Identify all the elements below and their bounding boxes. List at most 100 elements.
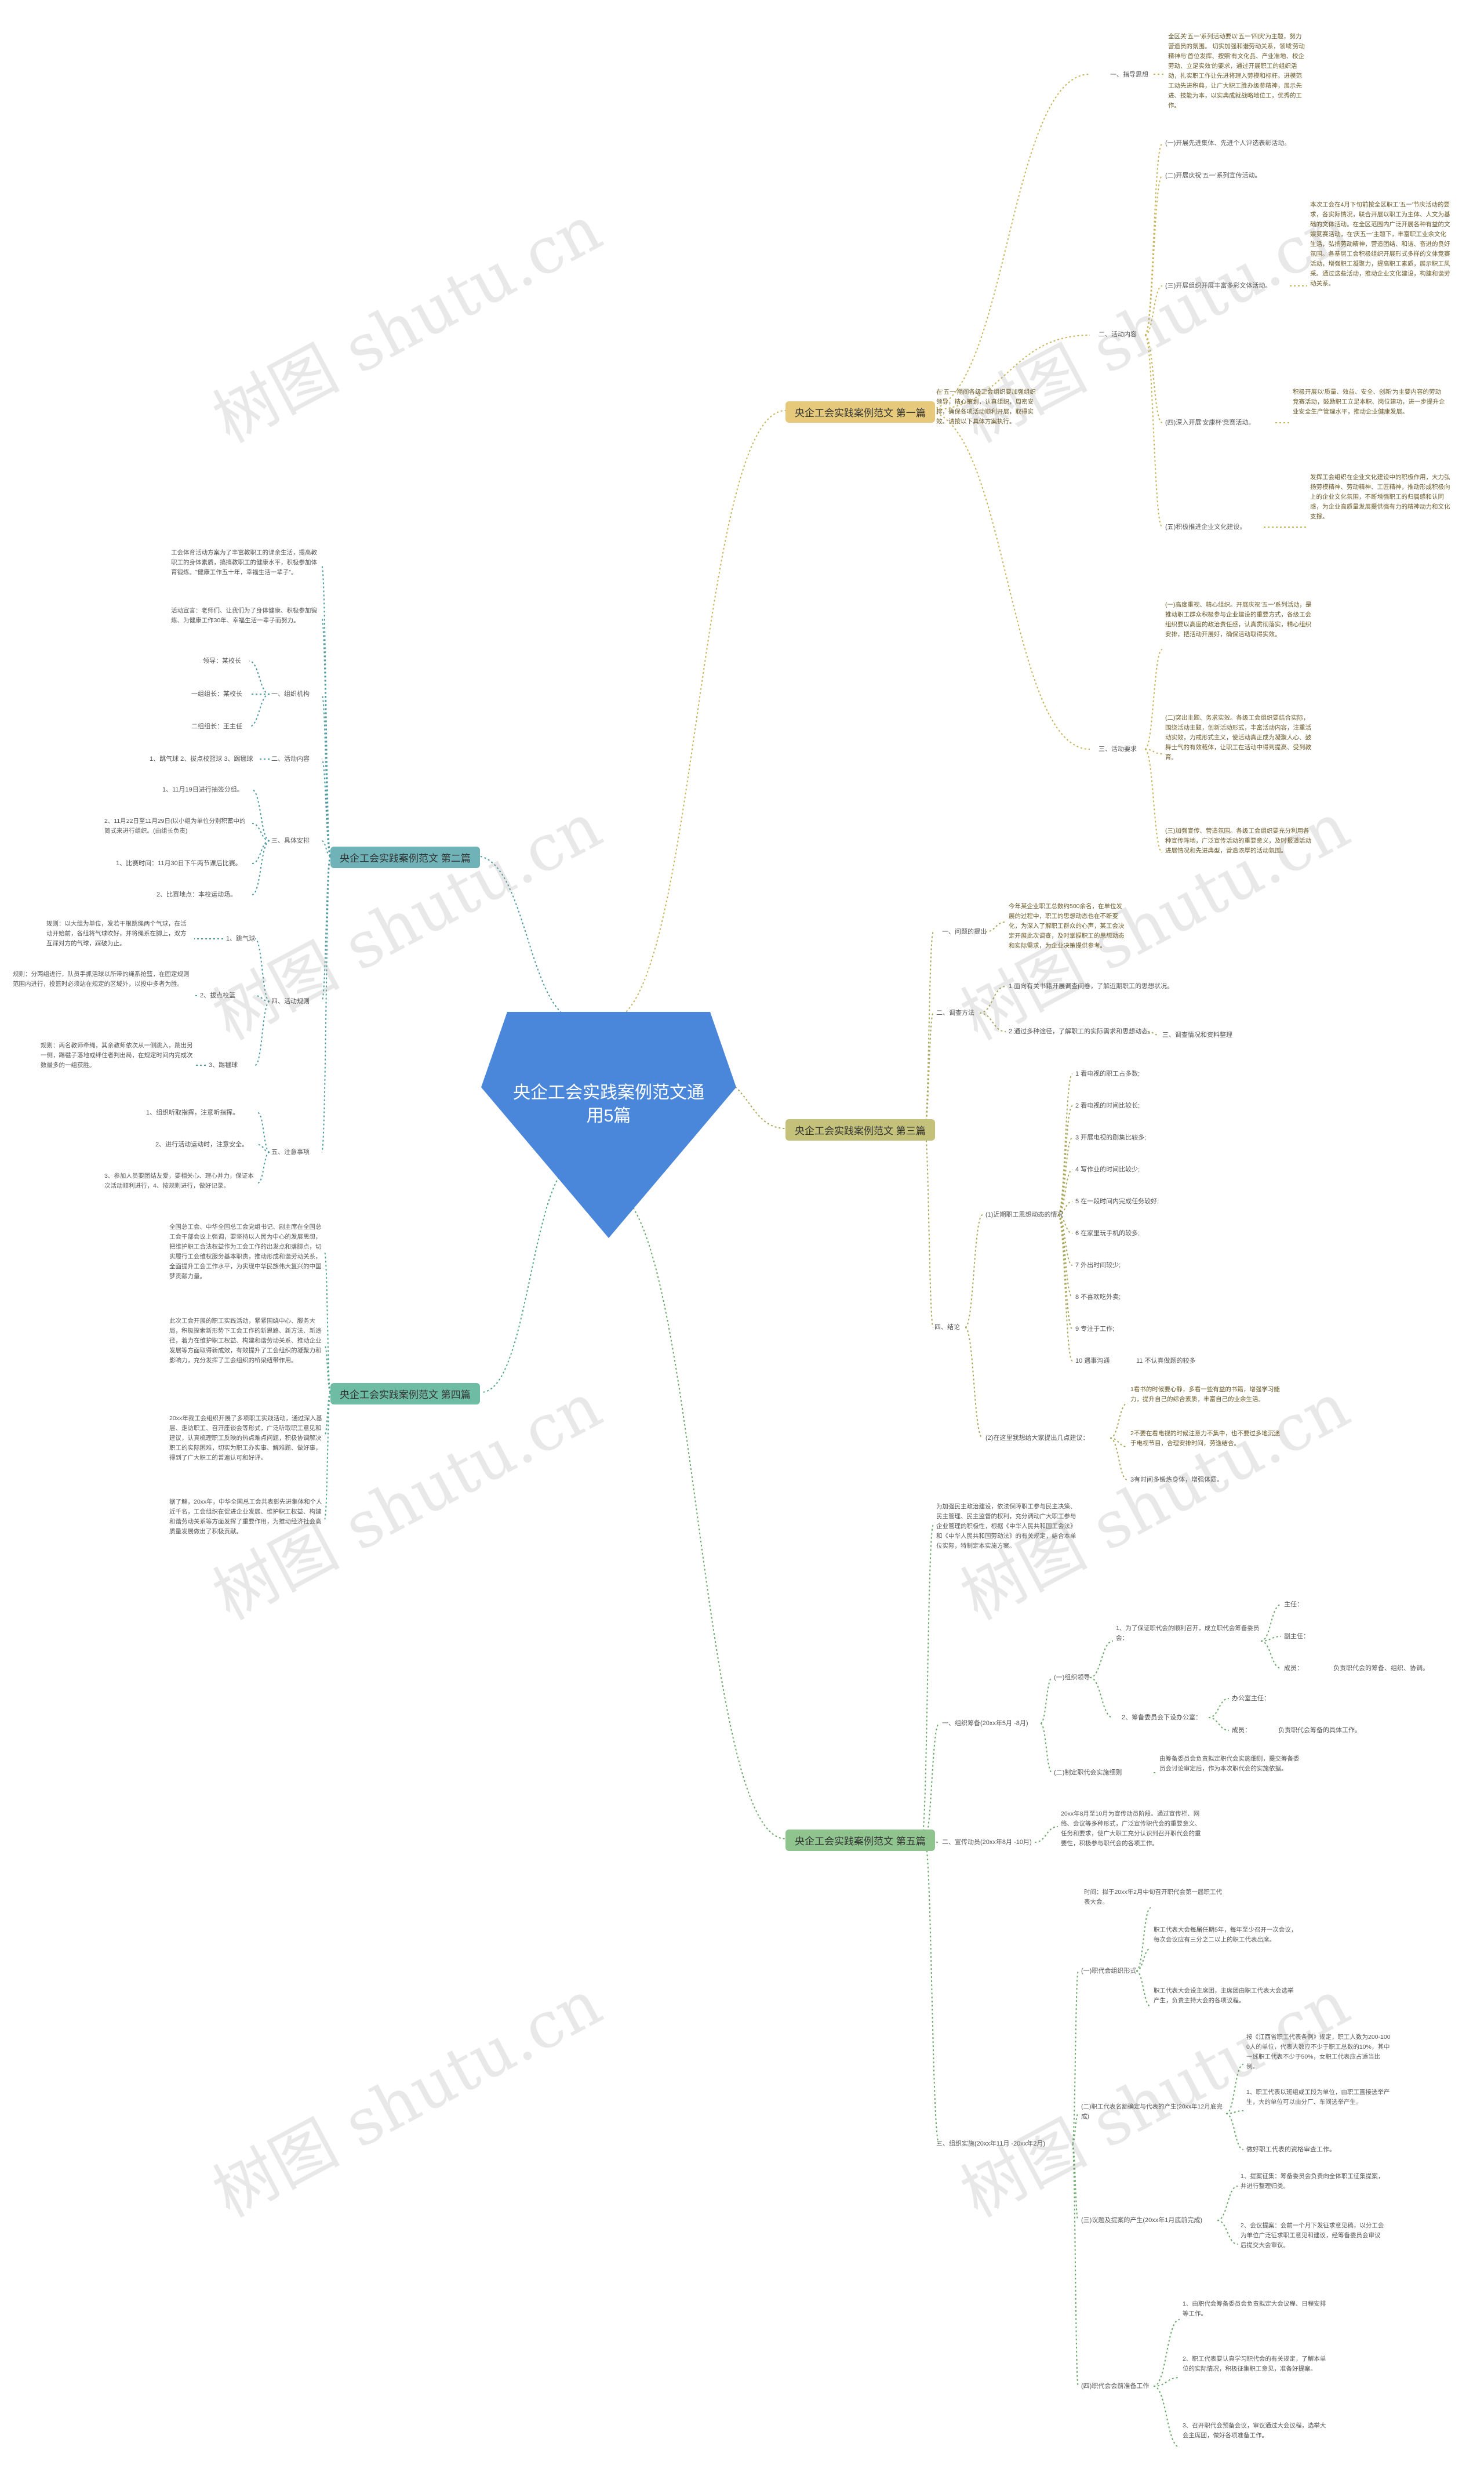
b2-intro-2: 活动宣言：老师们、让我们为了身体健康、积极参加锻炼、为健康工作30年、幸福生活一… xyxy=(171,607,317,624)
link-b3-list xyxy=(1057,1214,1073,1362)
link-b1-section xyxy=(924,74,1090,411)
b5-s3a-1: 时间：拟于20xx年2月中旬召开职代会第一届职工代表大会。 xyxy=(1084,1889,1223,1905)
link-b1-item xyxy=(1144,143,1163,336)
central-topic[interactable]: 央企工会实践案例范文通 用5篇 xyxy=(481,1012,736,1238)
b2-org-3: 二组组长：王主任 xyxy=(191,723,242,730)
link-b5-s1a xyxy=(1089,1677,1114,1718)
b5-s1a-1: 1、为了保证职代会的顺利召开，成立职代会筹备委员会： xyxy=(1116,1625,1260,1642)
link-b5-s3d xyxy=(1153,2386,1180,2448)
b5-s1b-label: (二)制定职代会实施细则 xyxy=(1054,1769,1122,1776)
link-b5-role xyxy=(1260,1636,1282,1642)
link-b2-org xyxy=(249,694,270,727)
b5-s3d-1: 1、由职代会筹备委员会负责拟定大会议程、日程安排等工作。 xyxy=(1183,2300,1326,2317)
b5-office-1: 办公室主任： xyxy=(1232,1695,1270,1702)
b3-result-label: 四、结论 xyxy=(934,1324,960,1331)
branch-3[interactable]: 央企工会实践案例范文 第三篇 xyxy=(785,1119,935,1141)
b3-list-5: 5 在一段时间内完成任务较好; xyxy=(1075,1198,1159,1205)
branch-2[interactable]: 央企工会实践案例范文 第二篇 xyxy=(330,847,480,868)
b5-office-2-note: 负责职代会筹备的具体工作。 xyxy=(1278,1727,1361,1734)
link-b1-req xyxy=(1144,649,1163,750)
branch-4[interactable]: 央企工会实践案例范文 第四篇 xyxy=(330,1383,480,1404)
b3-method-2-sub: 三、调查情况和资料整理 xyxy=(1162,1032,1232,1039)
b5-s3a-label: (一)职代会组织形式 xyxy=(1081,1968,1137,1974)
link-b1-section xyxy=(924,335,1090,411)
b2-sched-1: 1、11月19日进行抽签分组。 xyxy=(162,786,243,793)
b1-req-text-2: (二)突出主题、务求实效。各级工会组织要结合实际，围绕活动主题，创新活动形式，丰… xyxy=(1165,714,1311,761)
b2-note-1: 1、组织听取指挥，注意听指挥。 xyxy=(146,1109,239,1116)
b1-guide-text: 全区关'五一'系列活动要以'五一'四庆'为主题，努力营造员的氛围。 切实加强和谐… xyxy=(1168,33,1305,109)
b1-intro-text: 在'五一'期间各级工会组织要加强组织领导，精心策划，认真组织，周密安排，确保各项… xyxy=(936,389,1036,425)
link-b3-section xyxy=(924,931,934,1129)
b1-item5-text: 发挥工会组织在企业文化建设中的积极作用，大力弘扬劳模精神、劳动精神、工匠精神，推… xyxy=(1310,474,1450,520)
b3-list-2: 2 看电视的时间比较长; xyxy=(1075,1102,1140,1109)
central-title: 央企工会实践案例范文通 用5篇 xyxy=(513,1083,704,1126)
link-b2-section xyxy=(321,694,331,856)
link-branch-4 xyxy=(481,1159,580,1393)
b5-s1a-2: 2、筹备委员会下设办公室： xyxy=(1122,1714,1202,1721)
b2-content-items: 1、跳气球 2、拔点校篮球 3、踢毽球 xyxy=(150,756,253,763)
link-b5-s3d xyxy=(1153,2319,1180,2387)
b1-guide-label: 一、指导思想 xyxy=(1110,71,1148,78)
b3-list-9: 9 专注于工作; xyxy=(1075,1326,1115,1333)
b3-q-text: 今年某企业职工总数约500余名，在单位发展的过程中，职工的思想动态也在不断变化，… xyxy=(1009,903,1125,949)
branch-5[interactable]: 央企工会实践案例范文 第五篇 xyxy=(785,1830,935,1851)
b2-rule-1-label: 1、跳气球 xyxy=(226,935,256,942)
b2-rule-1-text: 规则：以大组为单位，发若干根跳绳两个气球，在活动开始前，各组将气球吹好，并将绳系… xyxy=(46,920,187,947)
b5-role-3-note: 负责职代会的筹备、组织、协调。 xyxy=(1333,1665,1429,1672)
link-b2-rule xyxy=(254,995,270,1002)
b3-list-3: 3 开展电视的剧集比较多; xyxy=(1075,1134,1147,1141)
link-branch-1 xyxy=(608,410,786,1021)
branch-1[interactable]: 央企工会实践案例范文 第一篇 xyxy=(785,401,935,423)
b3-list-6: 6 在家里玩手机的较多; xyxy=(1075,1230,1140,1237)
b1-item5-label: (五)积极推进企业文化建设。 xyxy=(1165,524,1246,531)
b3-sub1-label: (1)近期职工思想动态的情况 xyxy=(985,1211,1064,1218)
b3-list-10: 10 遇事沟通 xyxy=(1075,1357,1110,1364)
b5-s3b-2: 1、职工代表以班组或工段为单位，由职工直接选举产生，大的单位可以由分厂、车间选举… xyxy=(1246,2089,1390,2106)
b1-item4-text: 积极开展以'质量、效益、安全、创新'为主要内容的劳动竞赛活动，鼓励职工立足本职、… xyxy=(1293,389,1445,415)
b5-s3c-2: 2、会议提案：会前一个月下发征求意见稿，以分工会为单位广泛征求职工意见和建议，经… xyxy=(1241,2222,1384,2249)
link-b3-sub2 xyxy=(1110,1438,1128,1480)
b2-sched-2: 2、11月22日至11月29日(以小组为单位分别积蓄中的简式来进行组织。(由组长… xyxy=(104,818,246,834)
link-b3-result xyxy=(965,1214,983,1328)
b5-s3a-3: 职工代表大会设主席团，主席团由职工代表大会选举产生，负责主持大会的各项议程。 xyxy=(1154,1987,1294,2004)
link-b5-intro xyxy=(921,1525,934,1839)
link-branch-5 xyxy=(608,1188,786,1839)
link-b5-role xyxy=(1260,1604,1282,1642)
b1-item3-text: 本次工会在4月下旬前按全区职工'五一'节庆活动的要求，各实际情况，联合开展以职工… xyxy=(1310,201,1450,287)
b2-org-1: 领导：某校长 xyxy=(203,658,241,665)
b5-s3b-3: 做好职工代表的资格审查工作。 xyxy=(1246,2146,1336,2153)
b2-rules-label: 四、活动规则 xyxy=(271,998,310,1005)
b5-s3b-1: 按《江西省职工代表条例》规定，职工人数为200-1000人的单位，代表人数应不少… xyxy=(1246,2034,1391,2070)
link-branch-3 xyxy=(712,1078,786,1129)
b5-s3d-3: 3、召开职代会预备会议，审议通过大会议程，选举大会主席团，做好各项准备工作。 xyxy=(1183,2422,1326,2439)
link-b2-note xyxy=(257,1152,270,1184)
link-b1-item xyxy=(1144,175,1163,336)
link-b2-sched xyxy=(252,823,270,841)
b3-sub2-2: 2不要在看电视的时候注意力不集中，也不要过多地沉迷于电视节目，合理安排时间，劳逸… xyxy=(1130,1430,1280,1447)
link-b2-sched xyxy=(252,840,270,895)
b3-q-label: 一、问题的提出 xyxy=(942,928,987,935)
b5-s3c-1: 1、提案征集：筹备委员会负责向全体职工征集提案，并进行整理归类。 xyxy=(1241,2173,1384,2190)
link-b5-office xyxy=(1208,1698,1230,1718)
b1-req-label: 三、活动要求 xyxy=(1099,746,1137,753)
link-b3-list xyxy=(1057,1105,1073,1215)
link-b5-s3b xyxy=(1225,2110,1244,2114)
b2-note-3: 3、参加人员要团结友爱，要相关心、理心并力，保证本次活动顺利进行，4、按规则进行… xyxy=(104,1173,254,1189)
b2-rule-3-label: 3、踢毽球 xyxy=(209,1062,238,1069)
link-b5-s3d xyxy=(1153,2377,1180,2387)
b3-sub2-label: (2)在这里我想给大家提出几点建议： xyxy=(985,1435,1089,1442)
b2-org-label: 一、组织机构 xyxy=(271,691,310,698)
b5-s3d-label: (四)职代会会前准备工作 xyxy=(1081,2383,1150,2390)
b5-s3c-label: (三)议题及提案的产生(20xx年1月底前完成) xyxy=(1081,2217,1203,2224)
link-b3-section xyxy=(924,1128,934,1328)
b3-list-1: 1 看电视的职工占多数; xyxy=(1075,1070,1140,1077)
b2-sched-3: 1、比赛时间：11月30日下午两节课后比赛。 xyxy=(116,860,242,867)
link-b3-method xyxy=(979,986,1006,1014)
link-b2-org xyxy=(249,660,270,695)
link-b2-section xyxy=(321,617,331,856)
b5-s3b-label: (二)职工代表名额确定与代表的产生(20xx年12月底完成) xyxy=(1081,2103,1223,2120)
b2-content-label: 二、活动内容 xyxy=(271,756,310,763)
b5-s3a-2: 职工代表大会每届任期5年，每年至少召开一次会议，每次会议应有三分之二以上的职工代… xyxy=(1154,1926,1297,1943)
b5-s2-text: 20xx年8月至10月为宣传动员阶段。通过宣传栏、网络、会议等多种形式，广泛宣传… xyxy=(1061,1810,1201,1847)
